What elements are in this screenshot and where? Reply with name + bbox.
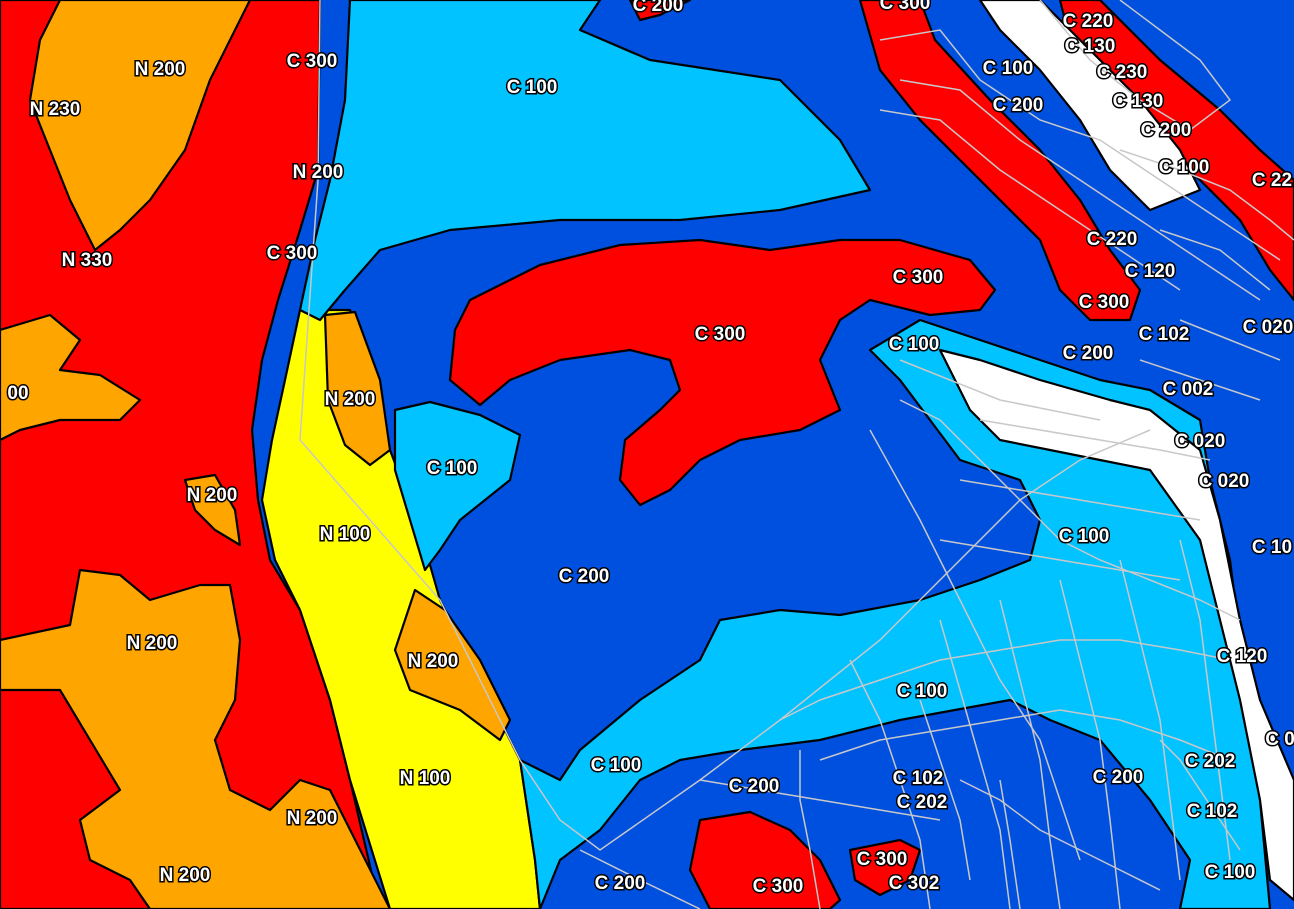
- zone-label: C 10: [1252, 537, 1292, 558]
- zone-label: C 020: [1243, 317, 1294, 338]
- zone-label: C 200: [729, 776, 780, 797]
- zone-label: C 200: [1063, 343, 1114, 364]
- zone-label: C 002: [1163, 379, 1214, 400]
- zone-label: C 100: [1159, 157, 1210, 178]
- zone-label: C 300: [695, 324, 746, 345]
- zone-label: C 102: [893, 768, 944, 789]
- zone-label: N 200: [293, 162, 344, 183]
- zone-label: C 200: [559, 566, 610, 587]
- zone-label: C 100: [1059, 526, 1110, 547]
- zone-c300-northeast-1: [858, 0, 1142, 322]
- zone-label: N 200: [287, 808, 338, 829]
- zone-label: N 200: [160, 865, 211, 886]
- zone-label: C 202: [1185, 751, 1236, 772]
- zone-label: N 200: [127, 633, 178, 654]
- zone-n200-east-strip: [323, 310, 392, 467]
- zone-labels: N 200 N 230 C 300 C 100 N 200 N 330 C 30…: [6, 0, 1294, 899]
- zone-label: C 300: [267, 243, 318, 264]
- zone-label: C 300: [857, 849, 908, 870]
- zone-label: C 100: [507, 77, 558, 98]
- parcel-lines: [299, 0, 1294, 909]
- zone-c300-top: [628, 0, 692, 22]
- zone-label: C 220: [1063, 11, 1114, 32]
- zone-label: N 200: [325, 389, 376, 410]
- zone-c300-south-left: [688, 810, 842, 909]
- zone-label: C 102: [1139, 324, 1190, 345]
- zone-label: C 200: [1141, 120, 1192, 141]
- zone-label: C 100: [889, 334, 940, 355]
- zone-label: C 200: [595, 873, 646, 894]
- zone-label: C 300: [753, 876, 804, 897]
- zone-label: C 100: [591, 755, 642, 776]
- zone-label: N 200: [135, 59, 186, 80]
- zone-label: C 0: [1265, 729, 1294, 750]
- zone-label: C 130: [1065, 36, 1116, 57]
- zone-label: C 120: [1217, 646, 1268, 667]
- zone-label: C 300: [880, 0, 931, 14]
- zone-n200-west-middle: [0, 313, 142, 442]
- zone-label: N 200: [187, 485, 238, 506]
- zone-label: C 22: [1252, 170, 1292, 191]
- zone-label: C 020: [1199, 471, 1250, 492]
- zone-white-upper: [978, 0, 1202, 212]
- zone-label: C 300: [1079, 292, 1130, 313]
- zone-label: C 100: [897, 681, 948, 702]
- zone-label: C 300: [893, 267, 944, 288]
- zone-c300-central: [448, 238, 997, 507]
- zone-label: C 220: [1087, 229, 1138, 250]
- zone-c100-middle: [393, 400, 522, 572]
- zone-label: N 230: [30, 99, 81, 120]
- zone-label: N 200: [408, 651, 459, 672]
- zone-label: N 330: [62, 250, 113, 271]
- zone-label: C 130: [1113, 91, 1164, 112]
- zone-label: C 100: [983, 58, 1034, 79]
- zone-label: C 100: [427, 458, 478, 479]
- zone-white-lower: [938, 348, 1294, 902]
- zone-label: 00: [7, 383, 28, 404]
- zone-label: C 202: [897, 792, 948, 813]
- zone-label: C 200: [993, 95, 1044, 116]
- zone-label: C 102: [1187, 801, 1238, 822]
- zone-label: C 100: [1205, 862, 1256, 883]
- zone-label: C 200: [633, 0, 684, 16]
- zone-n200-southwest: [0, 568, 392, 909]
- zone-label: C 230: [1097, 62, 1148, 83]
- zone-label: C 200: [1093, 767, 1144, 788]
- zone-label: C 302: [889, 873, 940, 894]
- zone-n200-northwest: [28, 0, 252, 252]
- zone-label: C 300: [287, 51, 338, 72]
- zone-n200-east-lower: [393, 588, 512, 742]
- zone-label: C 020: [1175, 431, 1226, 452]
- zone-c300-south-right: [848, 838, 922, 897]
- zone-label: C 120: [1125, 261, 1176, 282]
- zone-c100-north: [298, 0, 872, 322]
- zone-n200-small: [183, 473, 242, 547]
- zone-label: N 100: [320, 524, 371, 545]
- zone-c100-south: [518, 318, 1272, 909]
- zone-label: N 100: [400, 768, 451, 789]
